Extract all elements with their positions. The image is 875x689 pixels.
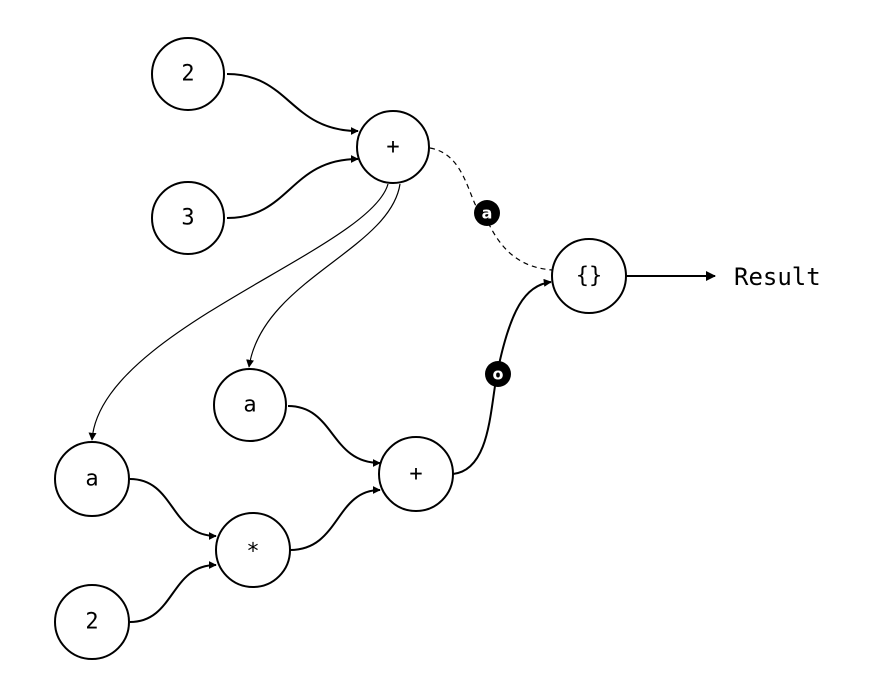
edge-var-a-left-to-multiply [129,478,217,540]
edge-2-bottom-to-multiply [129,561,217,623]
edge-3-to-plus-top [226,155,359,219]
node-record: {} [551,238,627,314]
node-label: + [386,135,399,160]
badge-label: o [493,365,504,384]
node-plus-top: + [356,110,430,184]
node-variable-a-left: a [54,441,130,517]
node-variable-a-mid: a [213,368,287,442]
edge-badge-field-a: a [474,200,500,226]
edge-badge-field-o: o [485,361,511,387]
node-label: 2 [85,610,98,635]
edge-multiply-to-plus-bottom [289,486,381,551]
edge-2-to-plus-top [226,73,359,135]
node-label: a [243,393,256,418]
edge-var-a-mid-to-plus-bottom [287,405,381,467]
node-number-2-top: 2 [151,37,225,111]
node-label: a [85,467,98,492]
edge-plus-top-to-record-field-a [429,147,553,271]
node-label: * [246,540,259,565]
node-label: 2 [181,62,194,87]
node-label: + [409,462,422,487]
badge-label: a [482,204,493,223]
node-multiply: * [215,512,291,588]
node-number-3: 3 [151,181,225,255]
edge-plus-top-to-var-a-left [88,183,389,441]
node-plus-bottom: + [378,436,454,512]
edge-plus-top-to-var-a-mid [246,183,401,368]
result-label: Result [734,263,821,291]
node-label: {} [576,264,603,289]
node-number-2-bottom: 2 [54,584,130,660]
node-label: 3 [181,206,194,231]
